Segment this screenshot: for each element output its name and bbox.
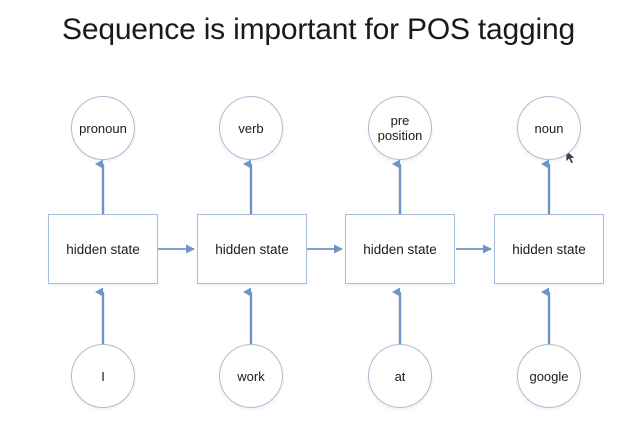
hidden-state-label: hidden state <box>215 241 289 257</box>
hidden-state-box-2[interactable]: hidden state <box>197 214 307 284</box>
pos-tag-node-verb[interactable]: verb <box>219 96 283 160</box>
page-title: Sequence is important for POS tagging <box>62 13 575 46</box>
input-word-node-work[interactable]: work <box>219 344 283 408</box>
hidden-state-label: hidden state <box>512 241 586 257</box>
hidden-state-label: hidden state <box>363 241 437 257</box>
input-word-node-at[interactable]: at <box>368 344 432 408</box>
input-word-node-i[interactable]: I <box>71 344 135 408</box>
input-word-label: google <box>529 368 569 384</box>
input-word-node-google[interactable]: google <box>517 344 581 408</box>
hidden-state-box-4[interactable]: hidden state <box>494 214 604 284</box>
hidden-state-box-3[interactable]: hidden state <box>345 214 455 284</box>
pos-tag-label: verb <box>238 120 264 136</box>
pos-tag-label: noun <box>534 120 564 136</box>
hidden-state-box-1[interactable]: hidden state <box>48 214 158 284</box>
hidden-state-label: hidden state <box>66 241 140 257</box>
input-word-label: I <box>101 368 105 384</box>
pos-tag-label-line2: position <box>377 128 423 143</box>
input-word-label: at <box>394 368 406 384</box>
pos-tag-label-line1: pre <box>390 113 410 128</box>
pos-tag-node-noun[interactable]: noun <box>517 96 581 160</box>
pos-tag-node-pronoun[interactable]: pronoun <box>71 96 135 160</box>
input-word-label: work <box>237 368 265 384</box>
pos-tag-label-multiline: pre position <box>369 113 431 143</box>
pos-tag-label: pronoun <box>79 120 127 136</box>
pos-tag-node-preposition[interactable]: pre position <box>368 96 432 160</box>
